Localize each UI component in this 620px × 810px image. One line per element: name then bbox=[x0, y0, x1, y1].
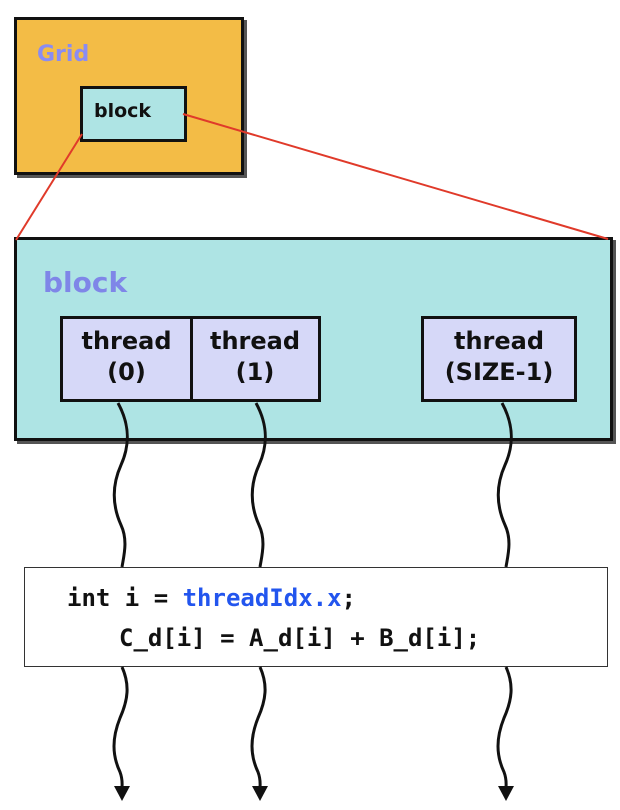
thread-1-index: (1) bbox=[235, 358, 275, 386]
thread-0-wavy-line-lower bbox=[112, 666, 129, 789]
grid-box: Grid block bbox=[14, 17, 244, 175]
block-detail: block thread (0) thread (1) thread (SIZE… bbox=[14, 237, 613, 441]
thread-last-label: thread bbox=[453, 327, 545, 355]
thread-1-label: thread bbox=[209, 327, 301, 355]
thread-1-wavy-line-lower bbox=[250, 666, 267, 789]
thread-0-index: (0) bbox=[107, 358, 146, 386]
thread-last-index: (SIZE-1) bbox=[444, 358, 554, 386]
block-label: block bbox=[43, 266, 128, 299]
code-line-1-start: int i = bbox=[67, 584, 183, 612]
thread-0-arrowhead bbox=[114, 786, 130, 801]
code-box: int i = threadIdx.x; C_d[i] = A_d[i] + B… bbox=[24, 567, 608, 667]
thread-last-arrowhead bbox=[498, 786, 514, 801]
thread-last-wavy-line-lower bbox=[496, 666, 513, 789]
code-line-2: C_d[i] = A_d[i] + B_d[i]; bbox=[119, 624, 481, 652]
grid-label: Grid bbox=[37, 42, 90, 67]
thread-1-arrowhead bbox=[252, 786, 268, 801]
thread-last: thread (SIZE-1) bbox=[421, 316, 577, 402]
code-keyword: threadIdx.x bbox=[182, 584, 342, 612]
code-line-1-end: ; bbox=[341, 584, 356, 612]
grid-block: block bbox=[80, 86, 187, 142]
grid-block-label: block bbox=[94, 100, 152, 122]
thread-1: thread (1) bbox=[189, 316, 321, 402]
zoom-line-right bbox=[182, 113, 609, 240]
code-line-1: int i = threadIdx.x; bbox=[67, 584, 356, 612]
thread-0-label: thread bbox=[81, 327, 172, 355]
thread-0: thread (0) bbox=[60, 316, 193, 402]
